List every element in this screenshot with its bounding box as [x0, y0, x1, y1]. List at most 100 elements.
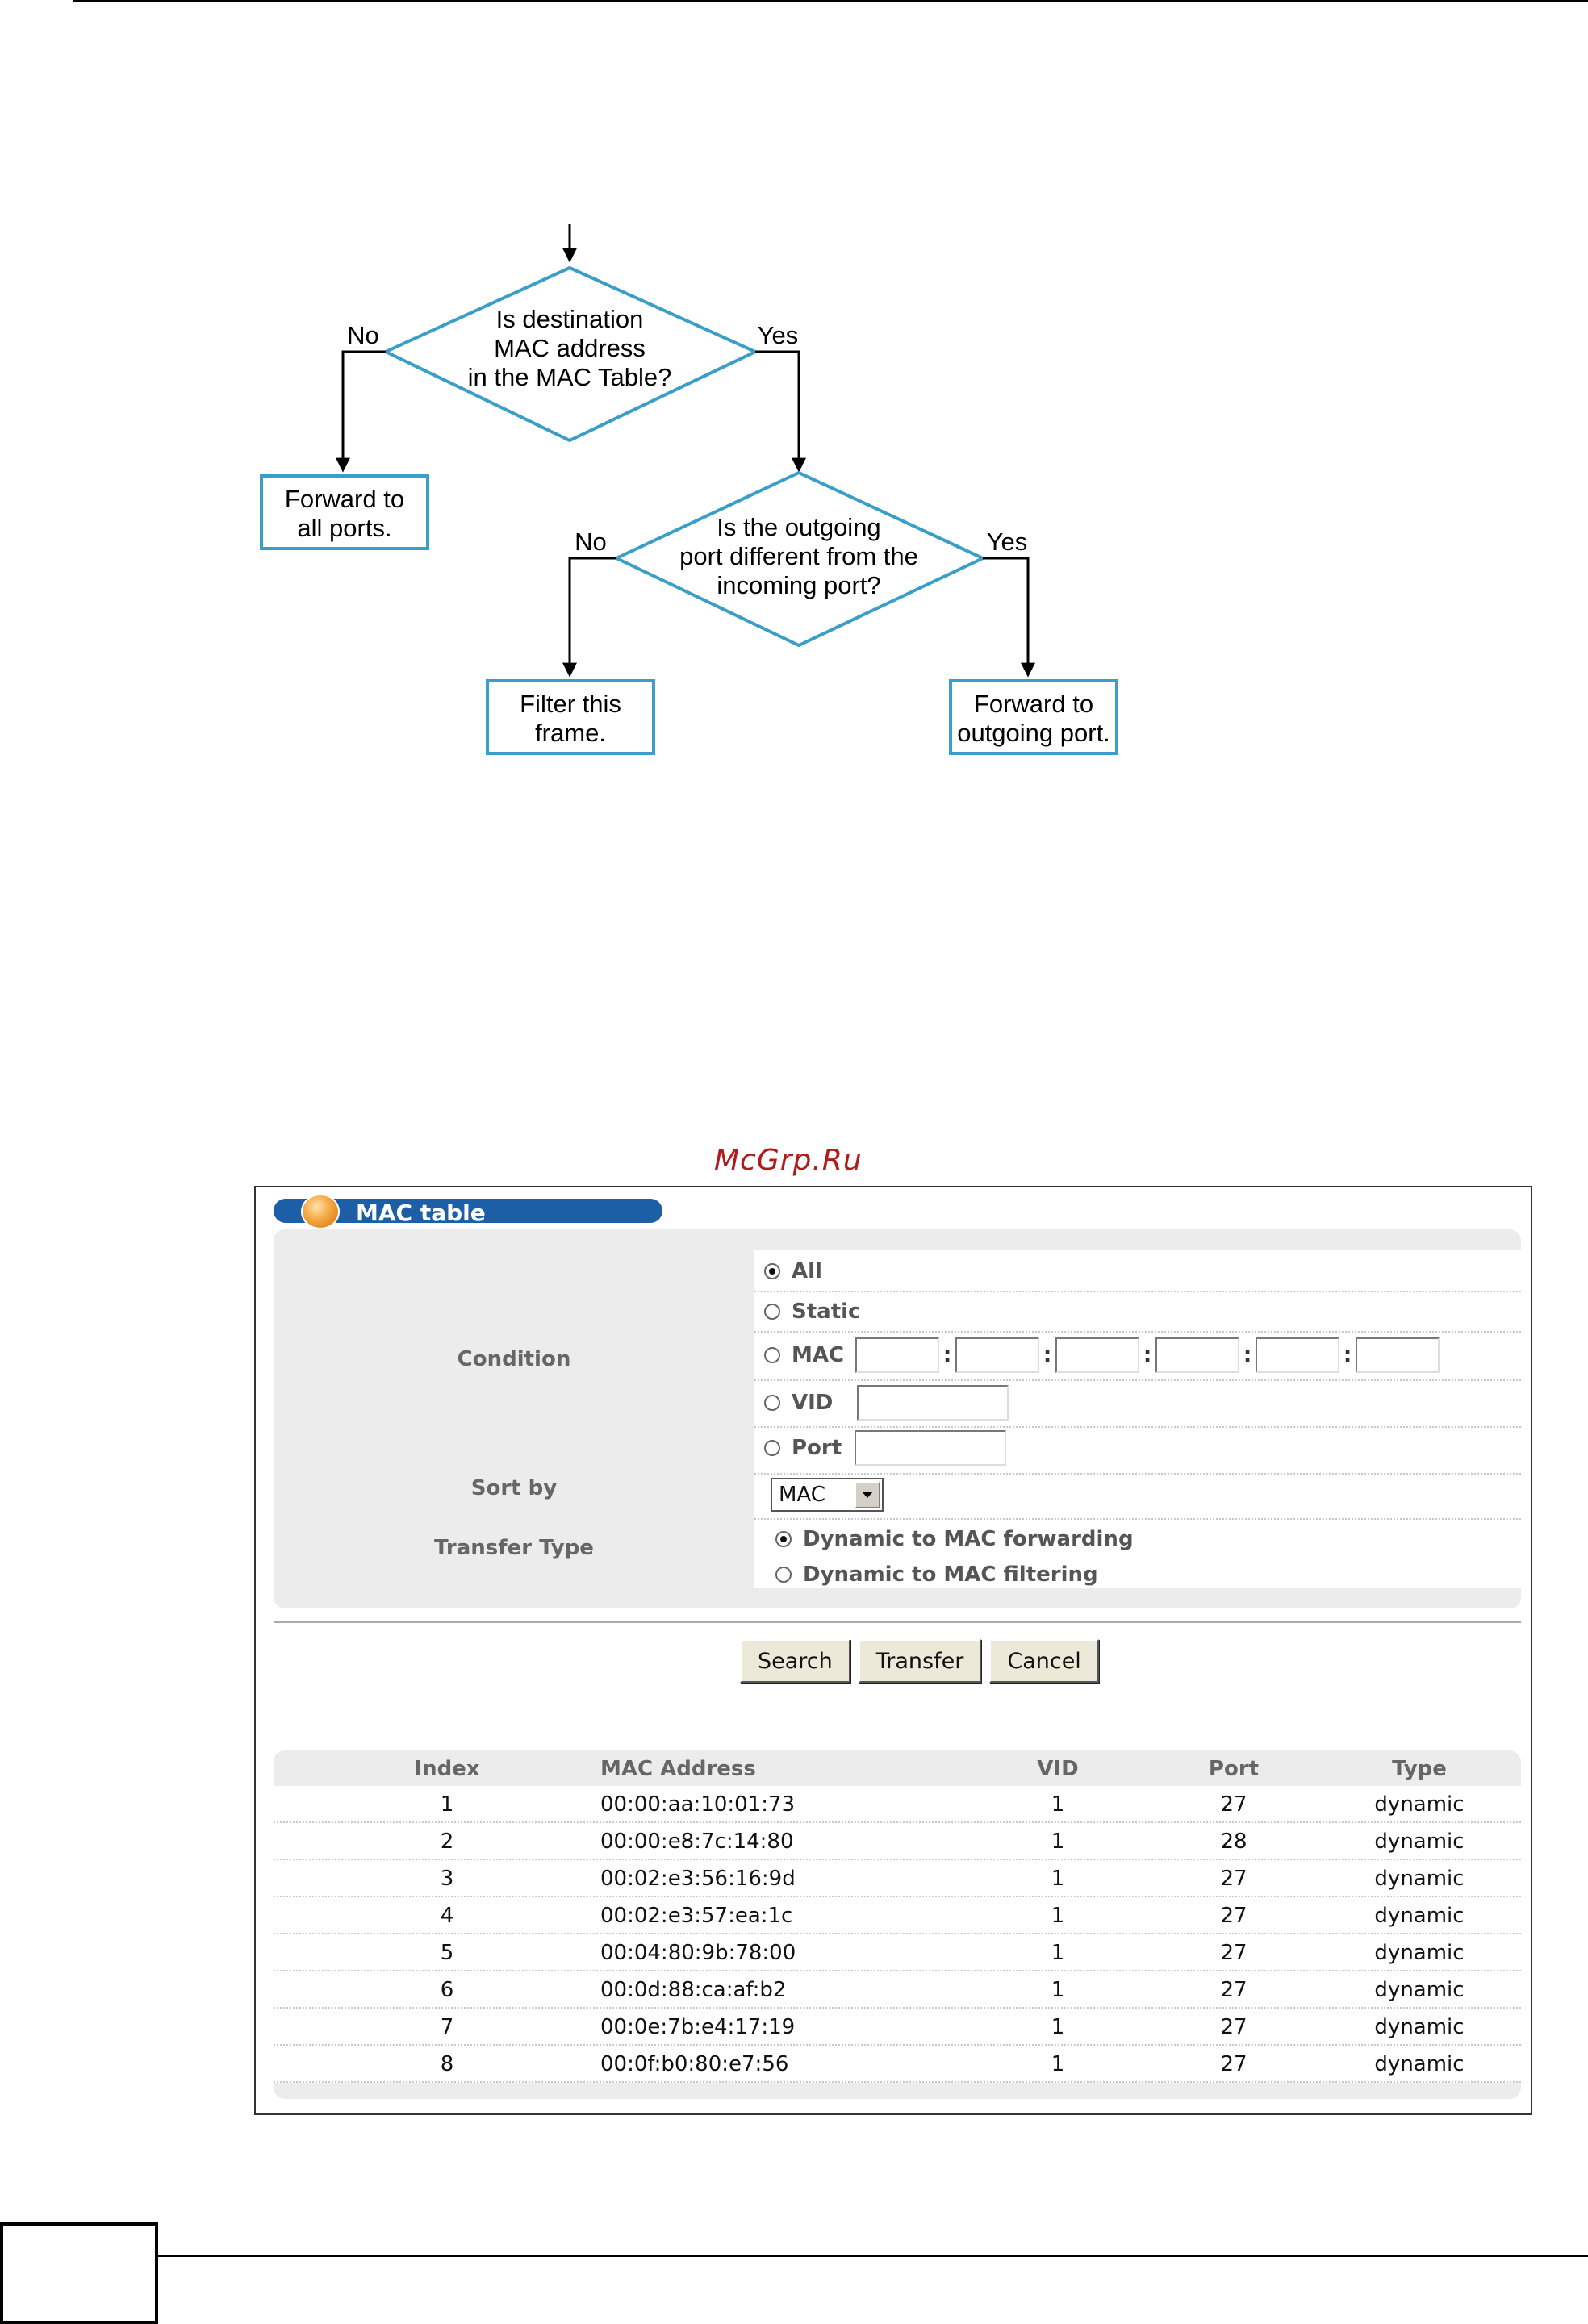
cell-mac: 00:02:e3:57:ea:1c: [600, 1904, 793, 1928]
condition-static-label: Static: [792, 1300, 861, 1324]
table-row: 4 00:02:e3:57:ea:1c 1 27 dynamic: [274, 1897, 1521, 1934]
cell-port: 27: [1220, 1941, 1247, 1965]
condition-all-label: All: [792, 1259, 822, 1283]
panel-title-bar: MAC table: [274, 1194, 662, 1229]
cell-vid: 1: [1051, 1978, 1065, 2002]
cell-vid: 1: [1051, 1830, 1065, 1854]
cell-mac: 00:0e:7b:e4:17:19: [600, 2015, 796, 2039]
cell-mac: 00:04:80:9b:78:00: [600, 1941, 796, 1965]
mac-octet-1-input[interactable]: [855, 1337, 940, 1373]
mac-separator: :: [1143, 1343, 1152, 1367]
transfer-type-label: Transfer Type: [434, 1536, 594, 1560]
condition-label: Condition: [457, 1347, 571, 1371]
table-row: 2 00:00:e8:7c:14:80 1 28 dynamic: [274, 1823, 1521, 1860]
cell-port: 27: [1220, 1978, 1247, 2002]
transfer-forwarding-label: Dynamic to MAC forwarding: [803, 1527, 1134, 1551]
table-row: 8 00:0f:b0:80:e7:56 1 27 dynamic: [274, 2046, 1521, 2083]
box-forward-all-ports: [260, 474, 429, 550]
condition-all-radio[interactable]: [764, 1263, 780, 1279]
decision-mac-in-table: [382, 265, 759, 443]
cell-vid: 1: [1051, 1867, 1065, 1891]
condition-mac-option[interactable]: MAC : : : : :: [764, 1336, 1440, 1375]
decision1-line3: in the MAC Table?: [468, 363, 672, 391]
decision1-line1: Is destination: [496, 305, 644, 333]
mac-octet-4-input[interactable]: [1155, 1337, 1240, 1373]
box1-line2: all ports.: [297, 514, 391, 542]
condition-mac-label: MAC: [792, 1343, 845, 1367]
sort-by-select[interactable]: MAC: [771, 1478, 884, 1512]
header-port: Port: [1208, 1757, 1260, 1781]
transfer-filtering-radio[interactable]: [775, 1567, 792, 1583]
transfer-button[interactable]: Transfer: [858, 1639, 982, 1683]
cell-type: dynamic: [1374, 2015, 1465, 2039]
table-row: 6 00:0d:88:ca:af:b2 1 27 dynamic: [274, 1971, 1521, 2009]
table-row: 5 00:04:80:9b:78:00 1 27 dynamic: [274, 1934, 1521, 1971]
cell-vid: 1: [1051, 2052, 1065, 2076]
mac-separator: :: [1043, 1343, 1052, 1367]
decision2-line2: port different from the: [679, 542, 918, 570]
port-input[interactable]: [855, 1430, 1007, 1466]
cell-type: dynamic: [1374, 1830, 1465, 1854]
yes-label-2: Yes: [987, 528, 1028, 556]
search-conditions: Condition Sort by Transfer Type All Stat…: [274, 1229, 1521, 1608]
box2-line1: Filter this: [520, 690, 621, 718]
transfer-forwarding-option[interactable]: Dynamic to MAC forwarding: [775, 1523, 1134, 1555]
condition-vid-label: VID: [792, 1391, 834, 1415]
results-table: Index MAC Address VID Port Type 1 00:00:…: [274, 1750, 1521, 2099]
transfer-forwarding-radio[interactable]: [775, 1531, 792, 1547]
mac-table-panel: MAC table Condition Sort by Transfer Typ…: [254, 1186, 1532, 2115]
yes-label-1: Yes: [758, 321, 799, 349]
mac-octet-5-input[interactable]: [1256, 1337, 1340, 1373]
footer-rule: [158, 2255, 1588, 2257]
condition-vid-option[interactable]: VID: [764, 1383, 1009, 1423]
cell-port: 27: [1220, 1867, 1247, 1891]
cell-type: dynamic: [1374, 1941, 1465, 1965]
action-buttons: Search Transfer Cancel: [740, 1639, 1099, 1683]
cell-mac: 00:0d:88:ca:af:b2: [600, 1978, 787, 2002]
condition-vid-radio[interactable]: [764, 1395, 780, 1411]
cell-vid: 1: [1051, 2015, 1065, 2039]
condition-port-radio[interactable]: [764, 1440, 780, 1456]
search-button[interactable]: Search: [740, 1639, 850, 1683]
panel-title: MAC table: [356, 1200, 486, 1226]
header-rule: [73, 0, 1588, 2]
condition-port-label: Port: [792, 1436, 842, 1460]
cell-index: 7: [440, 2015, 454, 2039]
header-mac: MAC Address: [600, 1757, 756, 1781]
condition-mac-radio[interactable]: [764, 1347, 780, 1363]
box3-line2: outgoing port.: [957, 719, 1110, 747]
no-branch-1: [336, 350, 386, 473]
vid-input[interactable]: [857, 1385, 1009, 1421]
cell-port: 27: [1220, 1792, 1247, 1817]
decision1-line2: MAC address: [494, 334, 646, 362]
yes-branch-2: [983, 557, 1035, 678]
transfer-filtering-option[interactable]: Dynamic to MAC filtering: [775, 1558, 1098, 1591]
table-row: 1 00:00:aa:10:01:73 1 27 dynamic: [274, 1786, 1521, 1823]
condition-static-option[interactable]: Static: [764, 1292, 860, 1331]
cell-index: 3: [440, 1867, 454, 1891]
table-row: 7 00:0e:7b:e4:17:19 1 27 dynamic: [274, 2009, 1521, 2046]
cell-index: 4: [440, 1904, 454, 1928]
condition-static-radio[interactable]: [764, 1304, 780, 1320]
yes-branch-1: [755, 350, 806, 473]
condition-port-option[interactable]: Port: [764, 1428, 1007, 1468]
cell-type: dynamic: [1374, 1867, 1465, 1891]
decision-port-different: [612, 470, 987, 648]
decision2-line3: incoming port?: [717, 571, 880, 599]
mac-octet-3-input[interactable]: [1055, 1337, 1140, 1373]
cell-port: 27: [1220, 2052, 1247, 2076]
cancel-button[interactable]: Cancel: [989, 1639, 1099, 1683]
no-branch-2: [562, 557, 616, 678]
no-label-2: No: [575, 528, 607, 556]
cell-index: 8: [440, 2052, 454, 2076]
cell-vid: 1: [1051, 1904, 1065, 1928]
mac-octet-2-input[interactable]: [955, 1337, 1040, 1373]
cell-mac: 00:02:e3:56:16:9d: [600, 1867, 796, 1891]
cell-port: 27: [1220, 1904, 1247, 1928]
condition-all-option[interactable]: All: [764, 1252, 822, 1291]
mac-octet-6-input[interactable]: [1356, 1337, 1440, 1373]
box1-line1: Forward to: [285, 485, 404, 513]
cell-index: 6: [440, 1978, 454, 2002]
chevron-down-icon[interactable]: [855, 1481, 880, 1508]
cell-type: dynamic: [1374, 2052, 1465, 2076]
